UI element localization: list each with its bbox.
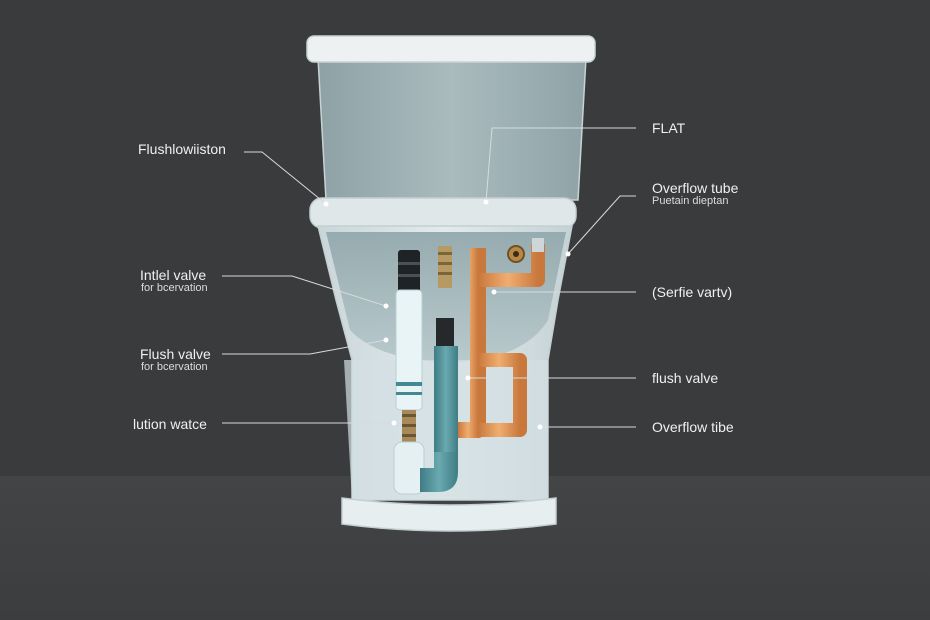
- label-flush-valve-left-sub: for bcervation: [141, 361, 208, 373]
- label-overflow-tibe: Overflow tibe: [652, 419, 734, 435]
- leader-dots: [323, 199, 571, 430]
- label-intlel-valve-sub: for bcervation: [141, 282, 208, 294]
- seat-rim: [309, 197, 577, 229]
- label-flushlowiston: Flushlowiiston: [138, 141, 226, 157]
- label-flat: FLAT: [652, 120, 686, 136]
- label-overflow-tube: Overflow tube: [652, 180, 739, 196]
- tank: [306, 35, 596, 201]
- tank-lid: [306, 35, 596, 63]
- label-lution-watce: lution watce: [133, 416, 207, 432]
- fill-valve: [393, 250, 425, 495]
- label-serfie-varty: (Serfie vartv): [652, 284, 733, 300]
- label-intlel-valve: Intlel valve: [140, 267, 207, 283]
- copper-pipe: [458, 238, 545, 438]
- label-flush-valve-right: flush valve: [652, 370, 719, 386]
- teal-pipe: [420, 246, 458, 492]
- leader-lines: [222, 127, 636, 428]
- label-flush-valve-left: Flush valve: [140, 346, 211, 362]
- label-overflow-tube-sub: Puetain dieptan: [652, 195, 729, 207]
- bowl-interior: [326, 232, 566, 362]
- base: [341, 497, 557, 532]
